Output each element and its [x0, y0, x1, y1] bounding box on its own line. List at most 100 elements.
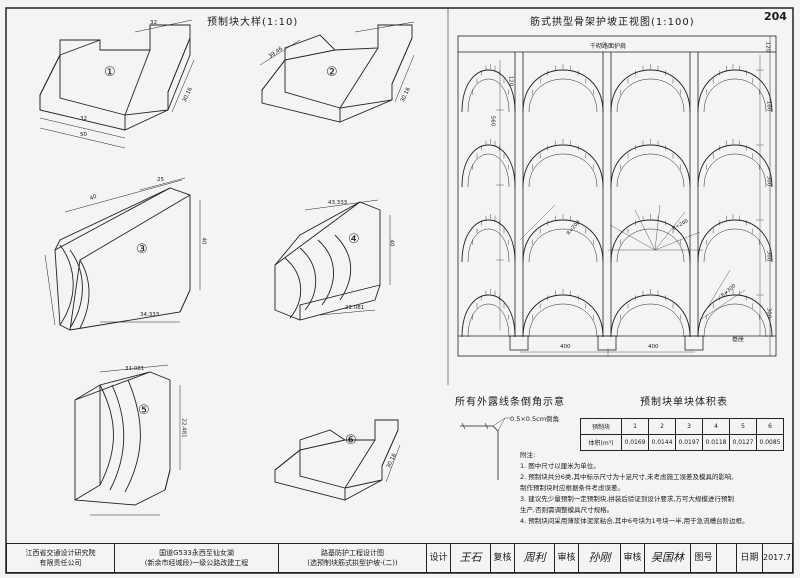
dim-b3-bottom: 34.333: [140, 312, 160, 318]
note-line: 3. 建议先少量预制一定预制块,拼装后验证到设计要求,方可大规模进行预制: [520, 495, 734, 503]
arch-curve: [703, 153, 767, 188]
sheet-border: [5, 7, 794, 574]
e-dim-row1: 100: [765, 100, 772, 112]
arch-curve: [461, 69, 516, 113]
elevation-dims: [496, 55, 764, 356]
arch-curve: [697, 294, 773, 338]
tb-design-label: 设计: [427, 544, 451, 572]
arch-curve: [467, 303, 510, 338]
tb-org: 江西省交通设计研究院 有限责任公司: [7, 544, 115, 572]
arch-curve: [467, 228, 510, 263]
arch-curve: [528, 78, 598, 113]
arch-curve: [467, 153, 510, 188]
table-cell: 0.0085: [756, 434, 784, 451]
tb-review-label: 复核: [491, 544, 515, 572]
title-block: 江西省交通设计研究院 有限责任公司 国道G533永西至仙女湖 (新余市经城段)一…: [6, 543, 793, 573]
tb-review-sig: 周利: [515, 544, 555, 572]
note-line: 4. 预制块间采用薄浆体泥浆粘合,其中6号块为1号块一半,用于急流槽台阶边框。: [520, 517, 749, 525]
notes: 附注: 1. 图中尺寸以厘米为单位。 2. 预制块共分6类,其中标示尺寸为十足尺…: [520, 450, 749, 527]
arch-curve: [522, 144, 604, 188]
table-cell: 6: [756, 418, 784, 435]
arch-curve: [528, 228, 598, 263]
elevation-title: 筋式拱型骨架护坡正视图(1:100): [530, 17, 695, 28]
block-label-2: ②: [326, 65, 338, 80]
table-cell: 0.0118: [702, 434, 730, 451]
block-1-drawing: [39, 19, 195, 149]
table-cell: 5: [729, 418, 757, 435]
note-line: 附注:: [520, 451, 536, 459]
block-5-drawing: [74, 364, 181, 516]
org-line2: 有限责任公司: [39, 559, 82, 567]
dim-b1-top: 32: [150, 20, 157, 26]
dim-b5-top: 31.081: [125, 366, 145, 372]
chamfer-detail: [460, 417, 510, 480]
table-row: 体积(m³) 0.0169 0.0144 0.0197 0.0118 0.012…: [580, 434, 784, 451]
tb-approve-label: 审核: [621, 544, 645, 572]
dim-b3-right: 40: [200, 237, 207, 245]
arch-curve: [461, 219, 516, 263]
block-3-drawing: [44, 177, 201, 331]
table-cell: 1: [621, 418, 649, 435]
table-cell: 预制块: [580, 418, 622, 435]
e-dim-row3: 300: [765, 250, 772, 262]
arch-curve: [528, 303, 598, 338]
e-dim-width: 120: [507, 75, 514, 87]
elevation-radius-fan: [519, 204, 746, 321]
arch-curve: [703, 228, 767, 263]
org-line1: 江西省交通设计研究院: [25, 549, 96, 557]
table-cell: 4: [702, 418, 730, 435]
tb-design-sig: 王石: [451, 544, 491, 572]
block-label-1: ①: [104, 65, 116, 80]
arch-curve: [610, 144, 691, 188]
table-cell: 0.0144: [648, 434, 676, 451]
note-line: 制作预制块时应根据条件考虑误差。: [520, 484, 624, 492]
tb-check-sig: 孙刚: [579, 544, 621, 572]
arch-curve: [616, 153, 685, 188]
arch-curve: [467, 78, 510, 113]
chamfer-label: 0.5×0.5cm倒角: [510, 415, 560, 423]
arch-curve: [522, 294, 604, 338]
arch-curve: [610, 69, 691, 113]
table-cell: 0.0127: [729, 434, 757, 451]
dim-b1-len: 50: [80, 132, 87, 138]
e-dim-row4: 300: [765, 307, 772, 319]
e-dim-row2: 300: [765, 175, 772, 187]
note-line: 生产,否则需调整模具尺寸规格。: [520, 506, 614, 514]
arch-curve: [703, 78, 767, 113]
table-cell: 3: [675, 418, 703, 435]
table-cell: 0.0197: [675, 434, 703, 451]
table-cell: 2: [648, 418, 676, 435]
drawing-line1: 路基防护工程设计图: [321, 549, 384, 557]
dim-b1-bottom: 32: [80, 116, 87, 122]
project-line2: (新余市经城段)一级公路改建工程: [144, 559, 249, 567]
tb-drawing: 路基防护工程设计图 (选预制块筋式拱型护坡-(二)): [279, 544, 427, 572]
block-4-drawing: [274, 199, 391, 321]
blocks-title: 预制块大样(1:10): [207, 17, 299, 28]
e-dim-top: 120: [764, 41, 771, 53]
arch-curve: [461, 144, 516, 188]
tb-check-label: 审核: [555, 544, 579, 572]
tb-drawno-label: 图号: [691, 544, 717, 572]
e-dim-span2: 400: [648, 344, 659, 350]
block-label-5: ⑤: [138, 403, 150, 418]
elevation-frame: [457, 35, 777, 357]
e-dim-span1: 400: [560, 344, 571, 350]
dim-b4-side: 40: [388, 239, 395, 247]
block-label-3: ③: [136, 242, 148, 257]
table-cell: 0.0169: [621, 434, 649, 451]
dim-b3-top: 25: [157, 177, 164, 183]
arch-curve: [528, 153, 598, 188]
page-number: 204: [764, 10, 787, 23]
arch-curve: [610, 219, 691, 263]
arch-curve: [616, 78, 685, 113]
arch-curve: [616, 303, 685, 338]
base-label: 基座: [732, 336, 745, 343]
volume-title: 预制块单块体积表: [640, 397, 728, 408]
arch-curve: [610, 294, 691, 338]
volume-table: 预制块 1 2 3 4 5 6 体积(m³) 0.0169 0.0144 0.0…: [580, 418, 784, 451]
drawing-line2: (选预制块筋式拱型护坡-(二)): [307, 559, 398, 567]
arch-curve: [461, 294, 516, 338]
block-6-drawing: [274, 419, 401, 501]
